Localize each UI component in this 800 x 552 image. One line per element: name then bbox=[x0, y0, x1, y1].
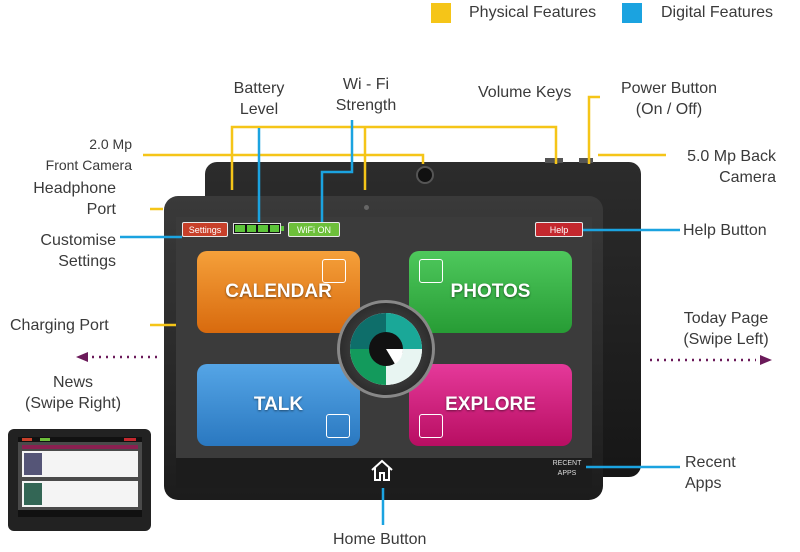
battery-tip bbox=[281, 226, 284, 231]
wifi-status: WiFi ON bbox=[288, 222, 340, 237]
talk-label: TALK bbox=[253, 394, 304, 415]
explore-tile[interactable]: EXPLORE bbox=[409, 364, 572, 446]
power-key bbox=[579, 158, 593, 163]
label-customise-settings: Customise Settings bbox=[40, 232, 116, 270]
label-wifi-strength: Wi - Fi Strength bbox=[335, 76, 397, 114]
label-charging-port: Charging Port bbox=[10, 317, 109, 334]
label-news: News (Swipe Right) bbox=[24, 374, 122, 412]
label-volume-keys: Volume Keys bbox=[478, 84, 572, 101]
label-front-camera: 2.0 Mp Front Camera bbox=[45, 136, 132, 173]
label-home-button: Home Button bbox=[333, 531, 427, 548]
news-preview-tablet bbox=[8, 429, 151, 531]
legend-physical-swatch bbox=[431, 3, 451, 23]
legend-digital-swatch bbox=[622, 3, 642, 23]
label-power-button: Power Button (On / Off) bbox=[620, 80, 718, 118]
back-camera-lens bbox=[416, 166, 434, 184]
phone-icon bbox=[326, 414, 350, 438]
legend-physical-label: Physical Features bbox=[469, 4, 597, 21]
battery-indicator bbox=[233, 223, 281, 234]
calendar-tile[interactable]: CALENDAR bbox=[197, 251, 360, 333]
volume-key bbox=[545, 158, 563, 163]
legend-digital-label: Digital Features bbox=[661, 4, 774, 21]
recent-apps-button[interactable]: RECENT APPS bbox=[552, 460, 582, 477]
label-battery-level: Battery Level bbox=[233, 80, 285, 118]
talk-tile[interactable]: TALK bbox=[197, 364, 360, 446]
label-recent-apps: Recent Apps bbox=[685, 454, 736, 492]
calendar-label: CALENDAR bbox=[225, 281, 332, 302]
settings-button[interactable]: Settings bbox=[182, 222, 228, 237]
explore-label: EXPLORE bbox=[445, 394, 536, 415]
photos-tile[interactable]: PHOTOS bbox=[409, 251, 572, 333]
calendar-icon bbox=[322, 259, 346, 283]
center-logo-icon bbox=[350, 313, 422, 385]
apps-grid-icon bbox=[419, 414, 443, 438]
front-camera-dot bbox=[364, 205, 369, 210]
label-headphone-port: Headphone Port bbox=[33, 180, 116, 218]
label-today-page: Today Page (Swipe Left) bbox=[683, 310, 769, 348]
photos-label: PHOTOS bbox=[450, 281, 531, 302]
photos-icon bbox=[419, 259, 443, 283]
label-help-button: Help Button bbox=[683, 222, 767, 239]
help-button[interactable]: Help bbox=[535, 222, 583, 237]
home-icon[interactable] bbox=[369, 457, 395, 483]
label-back-camera: 5.0 Mp Back Camera bbox=[687, 148, 776, 186]
